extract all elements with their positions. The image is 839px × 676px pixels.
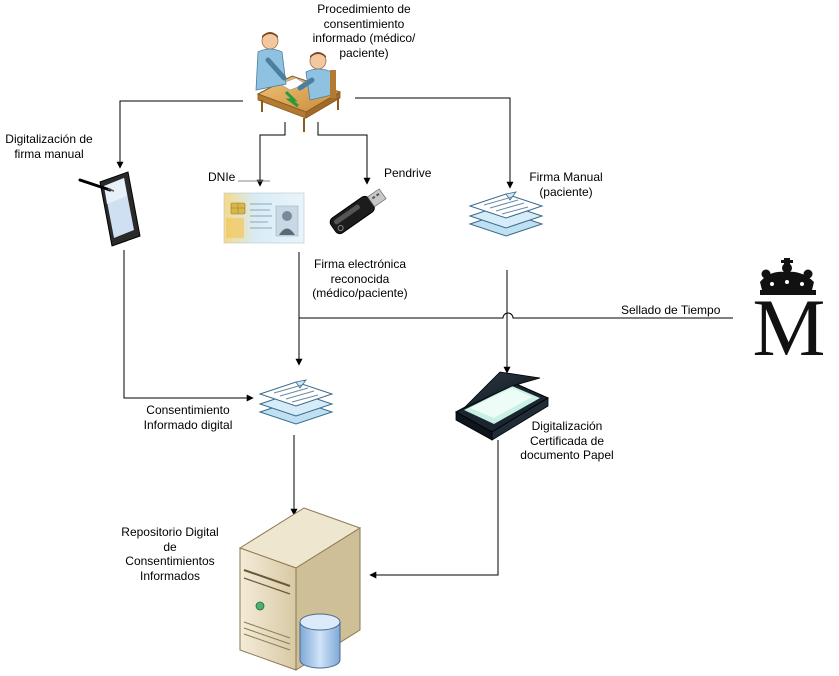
arrow-scanner-to-repository xyxy=(369,440,499,579)
scanner-icon xyxy=(454,371,550,441)
tablet-label: Digitalización de firma manual xyxy=(5,132,93,161)
database-icon xyxy=(299,613,341,669)
arrow-tablet-to-consent xyxy=(123,250,254,402)
connectors xyxy=(116,97,733,579)
tablet-icon xyxy=(78,171,141,247)
digital-consent-label: Consentimiento Informado digital xyxy=(143,403,233,432)
arrow-to-dnie xyxy=(256,122,286,187)
repository-label: Repositorio Digital de Consentimientos I… xyxy=(121,525,219,583)
arrow-to-pendrive xyxy=(317,122,371,185)
fnmt-crown-logo xyxy=(760,258,816,295)
fnmt-logo-letter: M xyxy=(752,282,826,373)
dnie-card-icon xyxy=(223,192,305,244)
digital-consent-docs-icon xyxy=(258,379,334,425)
procedure-label: Procedimiento de consentimiento informad… xyxy=(312,2,416,60)
arrow-to-manual-sign xyxy=(355,97,514,189)
esign-label: Firma electrónica reconocida (médico/pac… xyxy=(312,257,408,300)
pendrive-label: Pendrive xyxy=(384,166,432,180)
manual-sign-docs-icon xyxy=(468,191,544,237)
dnie-label: DNIe xyxy=(208,170,236,184)
manual-sign-label: Firma Manual (paciente) xyxy=(529,170,603,199)
arrow-to-tablet xyxy=(116,100,243,169)
pendrive-icon xyxy=(329,188,387,235)
timestamp-label: Sellado de Tiempo xyxy=(621,303,721,317)
scan-cert-label: Digitalización Certificada de documento … xyxy=(520,419,614,462)
doctor-patient-icon xyxy=(255,32,342,132)
timestamp-line xyxy=(299,312,733,319)
